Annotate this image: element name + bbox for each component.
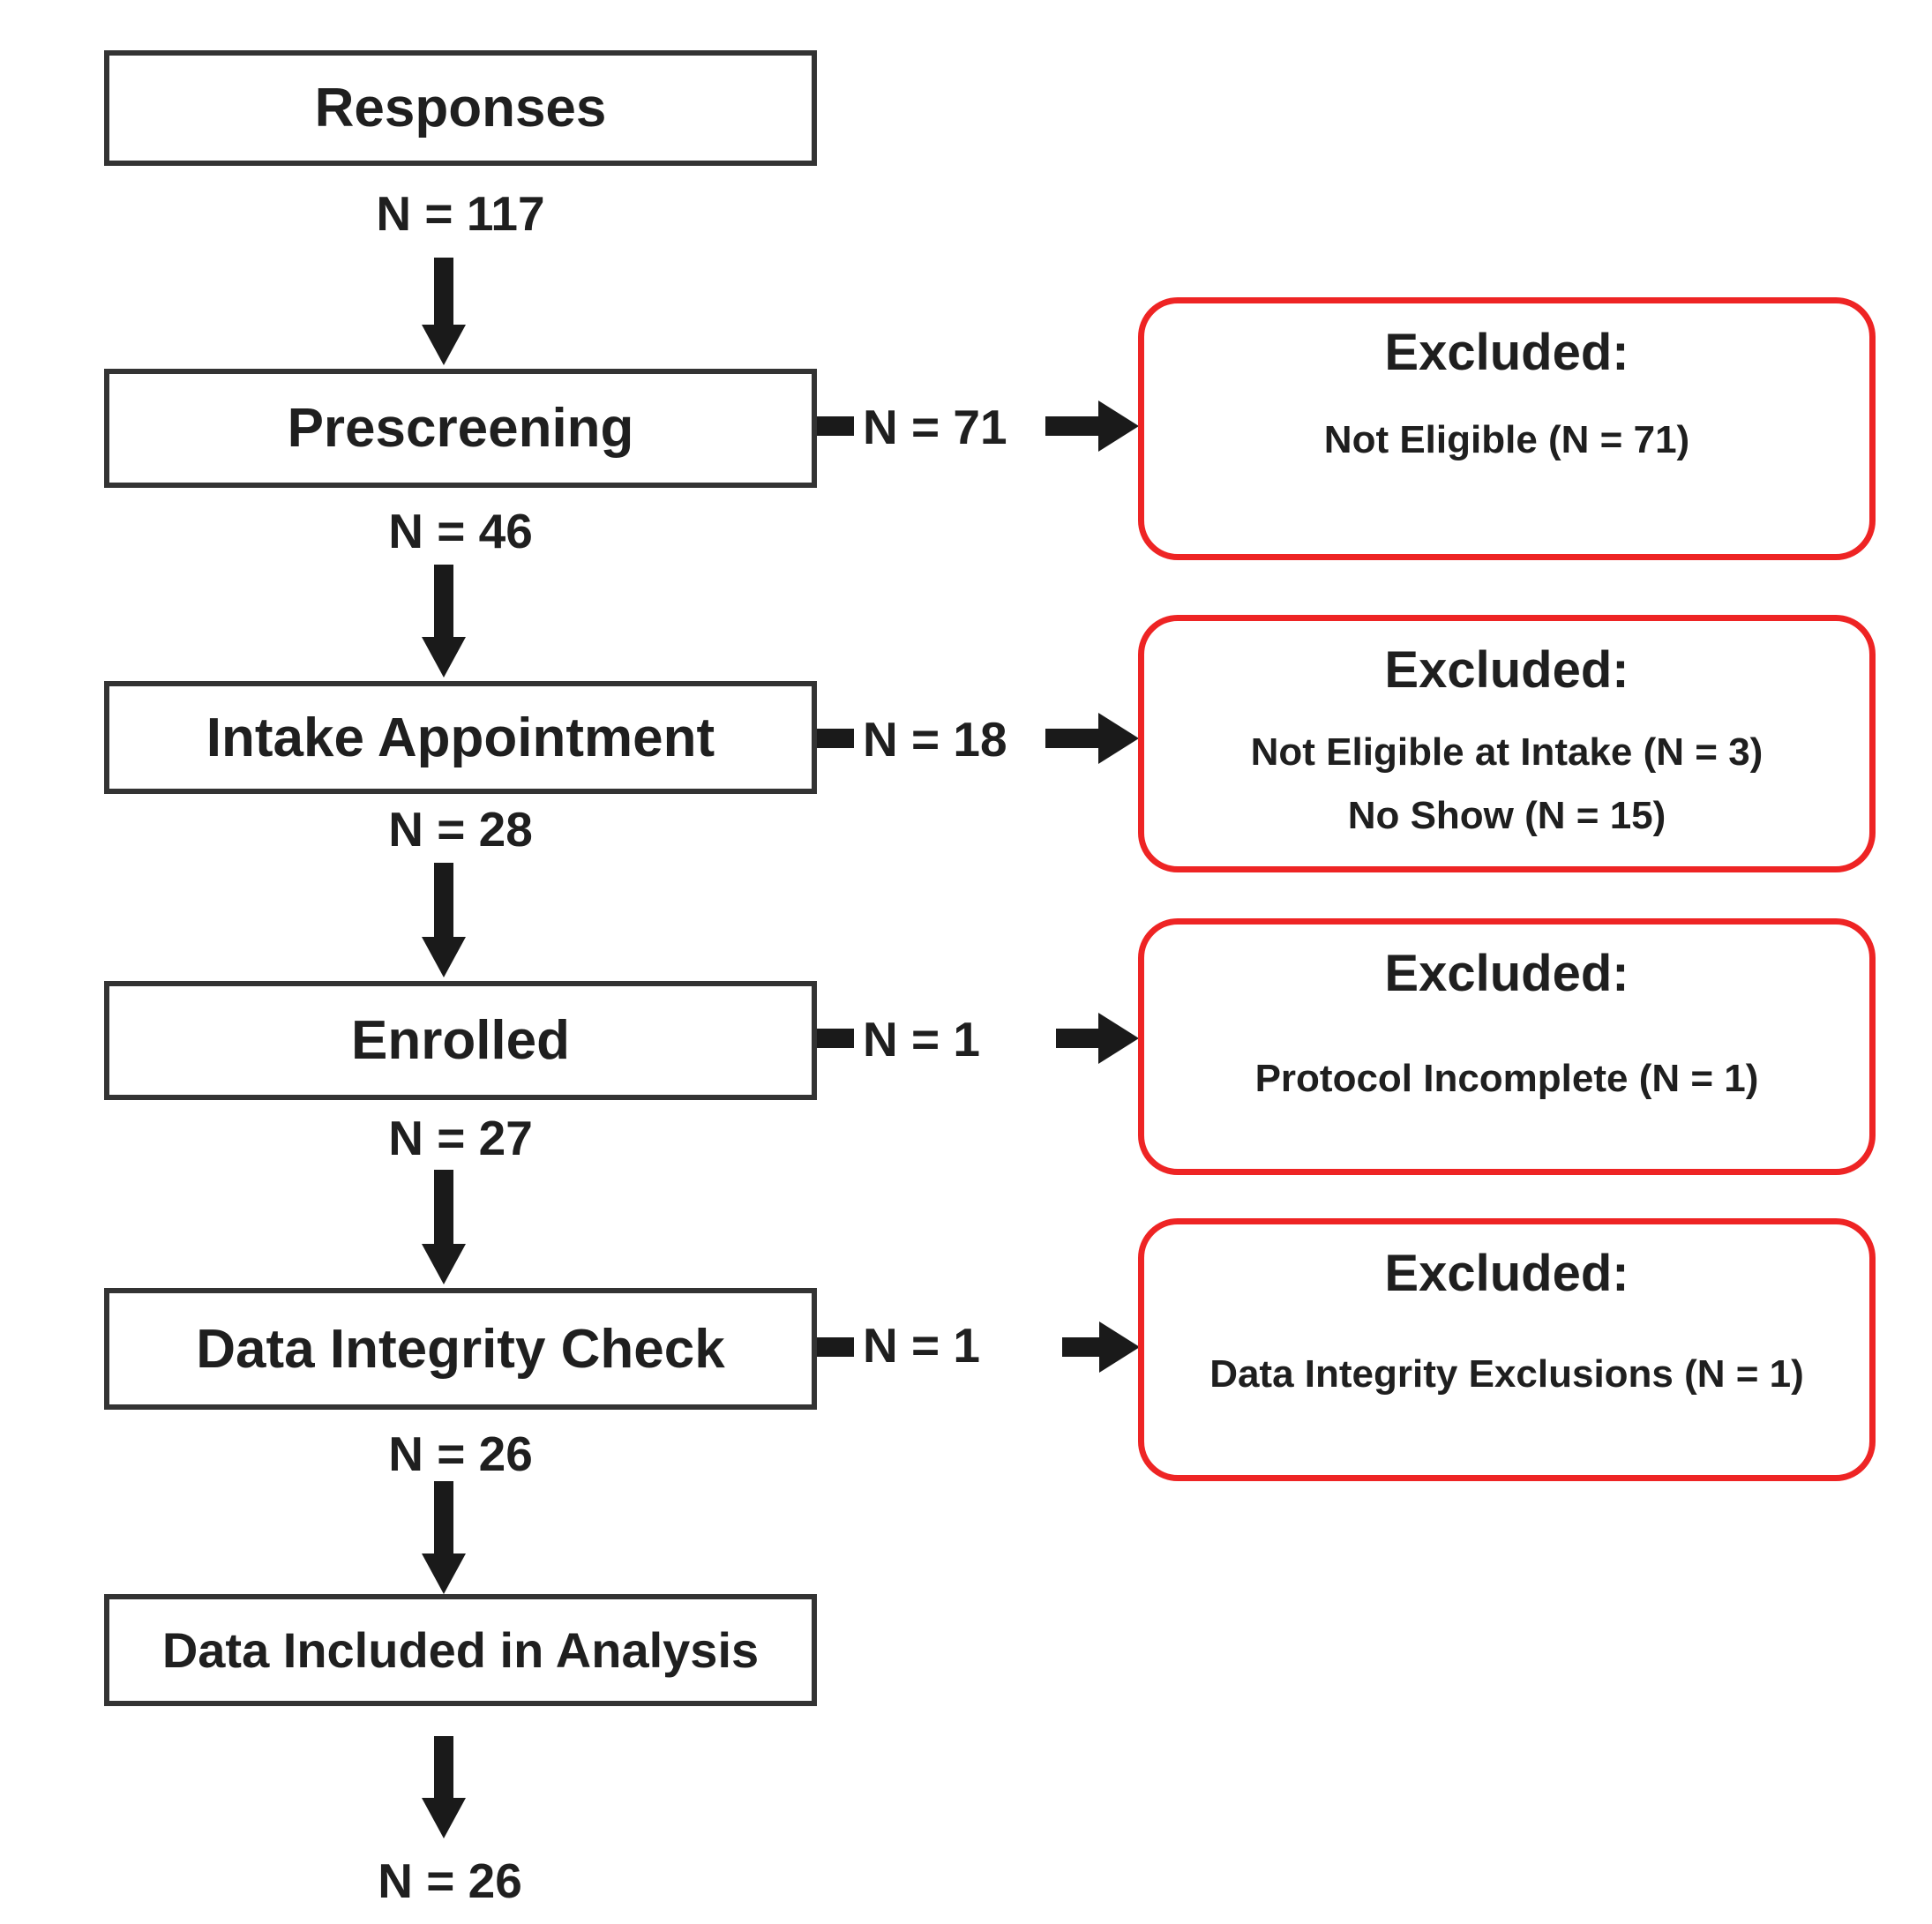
down-arrow [422, 1170, 466, 1284]
right-arrow [1045, 401, 1139, 452]
stage-box-prescreening: Prescreening [104, 369, 817, 488]
n-count-after-prescreening: N = 46 [388, 504, 533, 558]
excluded-title: Excluded: [1384, 641, 1629, 699]
stage-label: Enrolled [350, 1010, 571, 1071]
stage-box-enrolled: Enrolled [104, 981, 817, 1100]
excluded-title: Excluded: [1384, 1245, 1629, 1302]
right-arrow [1045, 713, 1139, 764]
down-arrow [422, 565, 466, 678]
n-count-final: N = 26 [378, 1853, 522, 1908]
stage-label: Data Integrity Check [196, 1318, 725, 1380]
stage-box-intake-appointment: Intake Appointment [104, 681, 817, 794]
excluded-reason: Protocol Incomplete (N = 1) [1254, 1057, 1759, 1100]
connector-stub [817, 1337, 854, 1357]
excluded-reason: No Show (N = 15) [1347, 794, 1666, 837]
right-arrow [1062, 1321, 1140, 1373]
n-count-after-data-integrity: N = 26 [388, 1426, 533, 1481]
down-arrow [422, 258, 466, 365]
excluded-title: Excluded: [1384, 324, 1629, 381]
stage-box-data-integrity-check: Data Integrity Check [104, 1288, 817, 1410]
n-count-after-intake: N = 28 [388, 802, 533, 857]
excluded-box-enrolled: Excluded: Protocol Incomplete (N = 1) [1138, 918, 1876, 1175]
n-excluded-prescreening: N = 71 [863, 400, 1007, 454]
n-count-after-enrolled: N = 27 [388, 1111, 533, 1165]
excluded-reason: Not Eligible (N = 71) [1323, 418, 1690, 461]
stage-label: Prescreening [287, 398, 634, 459]
excluded-title: Excluded: [1384, 945, 1629, 1002]
excluded-box-data-integrity: Excluded: Data Integrity Exclusions (N =… [1138, 1218, 1876, 1481]
right-arrow [1056, 1013, 1139, 1064]
n-excluded-data-integrity: N = 1 [863, 1318, 980, 1373]
connector-stub [817, 729, 854, 748]
connector-stub [817, 416, 854, 436]
n-excluded-intake: N = 18 [863, 712, 1007, 767]
connector-stub [817, 1029, 854, 1048]
stage-label: Intake Appointment [206, 707, 715, 768]
stage-label: Data Included in Analysis [161, 1622, 760, 1678]
excluded-reason: Data Integrity Exclusions (N = 1) [1209, 1352, 1804, 1396]
stage-box-responses: Responses [104, 50, 817, 166]
n-excluded-enrolled: N = 1 [863, 1012, 980, 1067]
down-arrow [422, 1736, 466, 1838]
excluded-box-intake: Excluded: Not Eligible at Intake (N = 3)… [1138, 615, 1876, 872]
excluded-box-prescreening: Excluded: Not Eligible (N = 71) [1138, 297, 1876, 560]
down-arrow [422, 1481, 466, 1594]
excluded-reason: Not Eligible at Intake (N = 3) [1250, 730, 1764, 774]
n-count-after-responses: N = 117 [376, 186, 545, 241]
stage-box-data-included-in-analysis: Data Included in Analysis [104, 1594, 817, 1706]
down-arrow [422, 863, 466, 977]
stage-label: Responses [314, 78, 607, 138]
